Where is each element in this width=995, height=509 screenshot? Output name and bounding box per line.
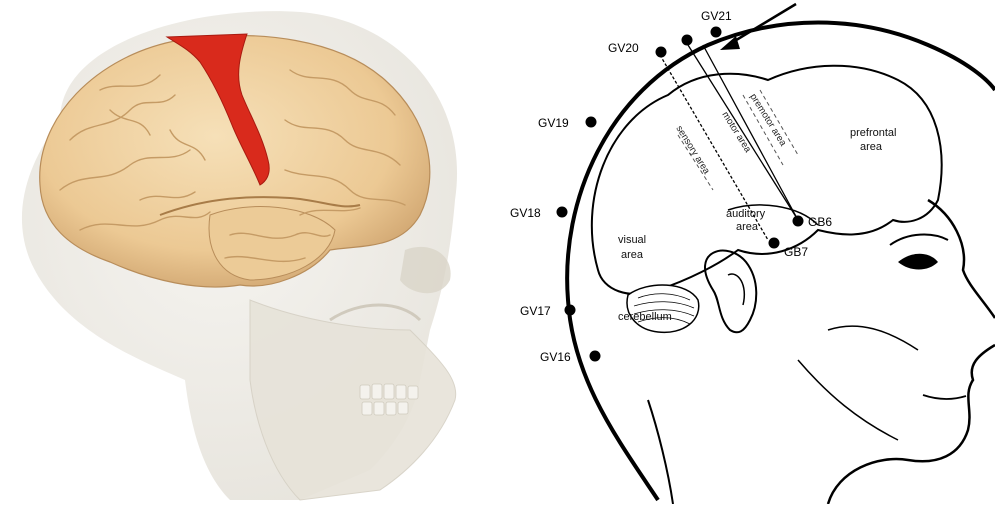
premotor-label: premotor area <box>747 92 788 149</box>
acupoint-diagram: GV21 GV20 GV19 GV18 GV17 GV16 GB6 GB7 pr… <box>498 0 995 504</box>
cheek-line <box>828 326 918 350</box>
acupoint-dot-gv19 <box>586 117 597 128</box>
acupoint-label-gv18: GV18 <box>510 206 541 220</box>
brain-skull-svg <box>0 0 498 504</box>
acupoint-diagram-svg: GV21 GV20 GV19 GV18 GV17 GV16 GB6 GB7 pr… <box>498 0 995 504</box>
acupoint-label-gv20: GV20 <box>608 41 639 55</box>
cerebellum-label: cerebellum <box>618 311 672 323</box>
acupoint-label-gv16: GV16 <box>540 350 571 364</box>
mouth-line <box>923 395 966 399</box>
eyebrow <box>890 235 948 245</box>
acupoint-label-gv21: GV21 <box>701 9 732 23</box>
prefrontal-label-2: area <box>860 141 883 153</box>
prefrontal-label-1: prefrontal <box>850 127 896 139</box>
brain-outline <box>592 66 942 294</box>
acupoint-dot-gb6 <box>793 216 804 227</box>
acupoint-dot-gv20b <box>682 35 693 46</box>
eye <box>898 254 938 270</box>
visual-label-1: visual <box>618 234 646 246</box>
jaw-line <box>798 360 898 440</box>
face-lower <box>828 345 995 504</box>
acupoint-dot-gv21 <box>711 27 722 38</box>
acupoint-label-gv19: GV19 <box>538 116 569 130</box>
acupoint-dot-gv20 <box>656 47 667 58</box>
acupoint-dot-gv18 <box>557 207 568 218</box>
visual-label-2: area <box>621 249 644 261</box>
brain-skull-illustration <box>0 0 498 504</box>
sensory-label: sensory area <box>673 124 712 177</box>
acupoint-label-gv17: GV17 <box>520 304 551 318</box>
acupoint-dot-gv16 <box>590 351 601 362</box>
acupoint-label-gb6: GB6 <box>808 215 832 229</box>
motor-label: motor area <box>719 110 753 155</box>
acupoint-dot-gv17 <box>565 305 576 316</box>
auditory-label-1: auditory <box>726 208 766 220</box>
cerebellum-outline <box>627 285 699 332</box>
acupoint-dot-gb7 <box>769 238 780 249</box>
face-profile <box>928 200 995 318</box>
premotor-line <box>703 45 798 220</box>
ear <box>705 251 756 333</box>
acupoint-label-gb7: GB7 <box>784 245 808 259</box>
auditory-label-2: area <box>736 221 759 233</box>
